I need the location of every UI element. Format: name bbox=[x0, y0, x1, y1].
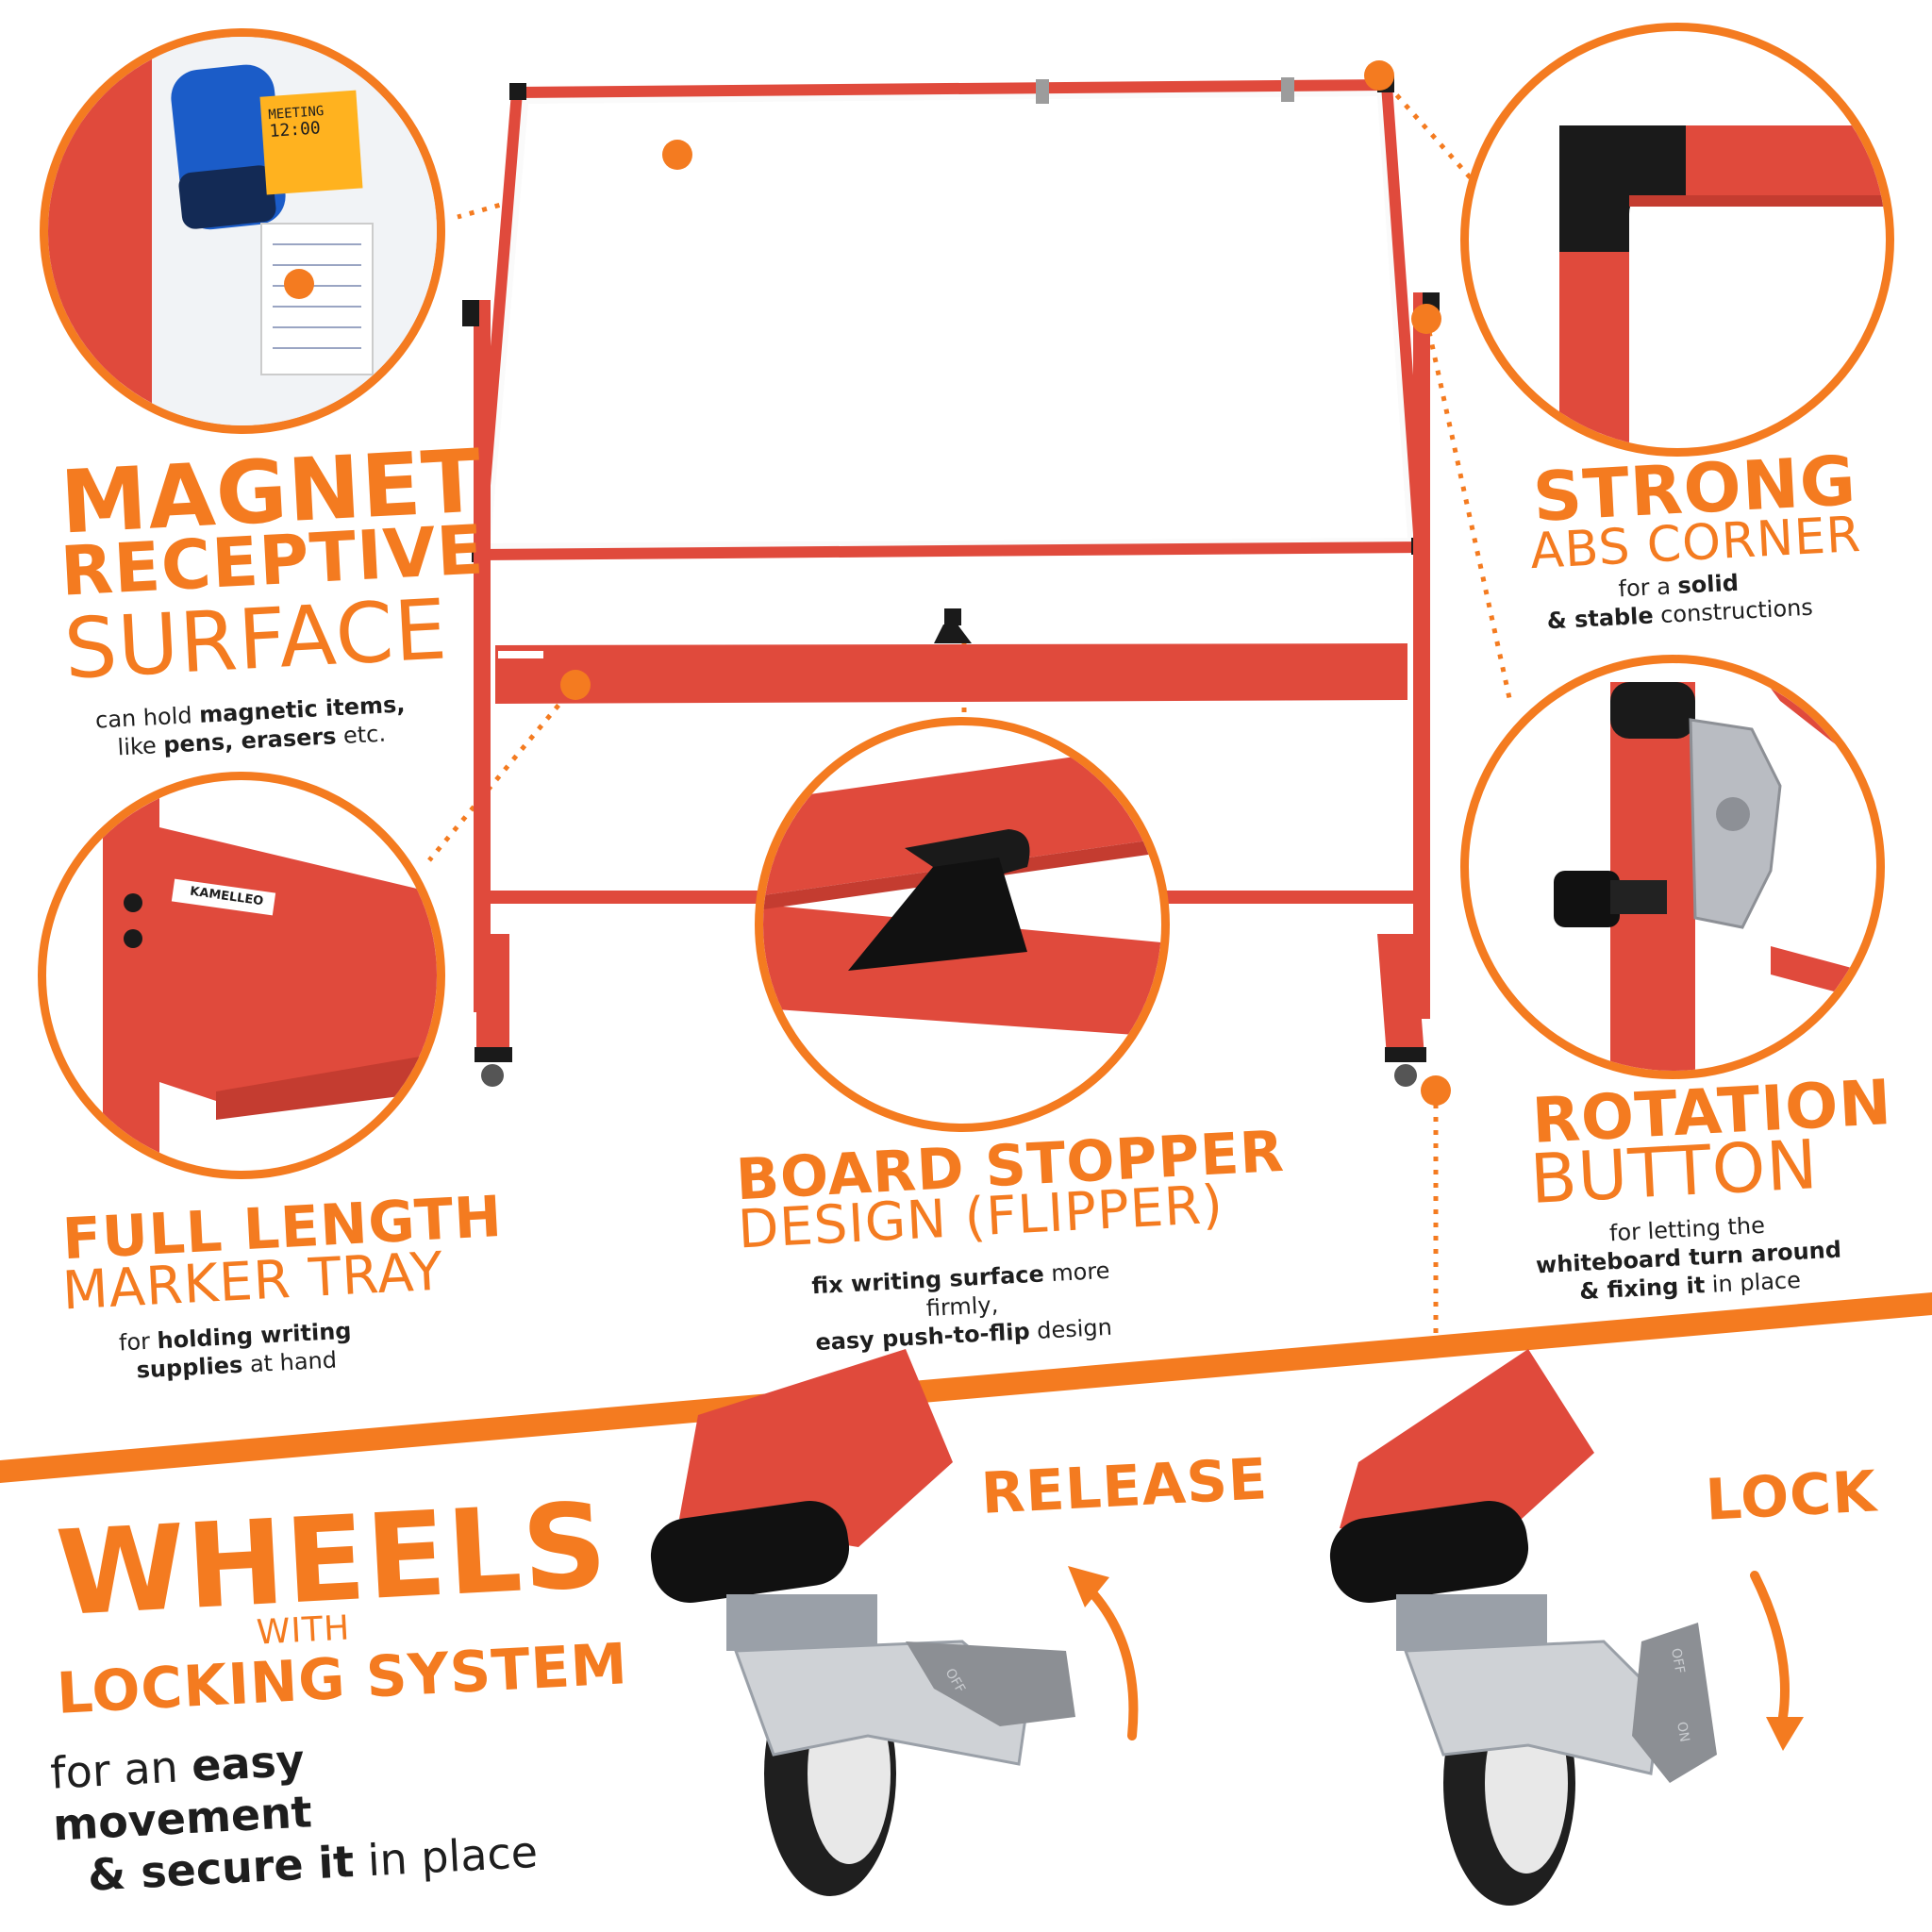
release-label: RELEASE bbox=[979, 1446, 1270, 1527]
abs-corner-zoom-circle bbox=[1460, 23, 1894, 457]
lock-pedal-off-label: OFF bbox=[1668, 1647, 1687, 1674]
rotation-button-zoom-circle bbox=[1460, 655, 1885, 1079]
wheels-desc-2b: in place bbox=[352, 1826, 540, 1888]
callout-dots bbox=[560, 60, 1451, 1106]
magnet-surface-zoom-circle: MEETING 12:00 bbox=[40, 28, 445, 434]
marker-tray-zoom-circle: KAMELLEO bbox=[38, 772, 445, 1179]
connector-lines bbox=[427, 74, 1512, 1338]
wheels-description: for an easy movement & secure it in plac… bbox=[49, 1720, 585, 1904]
lock-label: LOCK bbox=[1704, 1458, 1879, 1534]
board-stopper-illustration bbox=[763, 744, 1161, 1037]
abs-corner-illustration bbox=[1559, 125, 1886, 448]
marker-tray-illustration bbox=[103, 780, 437, 1171]
lock-pedal-on-label: ON bbox=[1674, 1721, 1691, 1743]
wheels-desc-1a: for an bbox=[49, 1740, 193, 1799]
board-stopper-zoom-circle bbox=[755, 717, 1170, 1132]
wheels-title-line2: WITH bbox=[255, 1608, 352, 1653]
